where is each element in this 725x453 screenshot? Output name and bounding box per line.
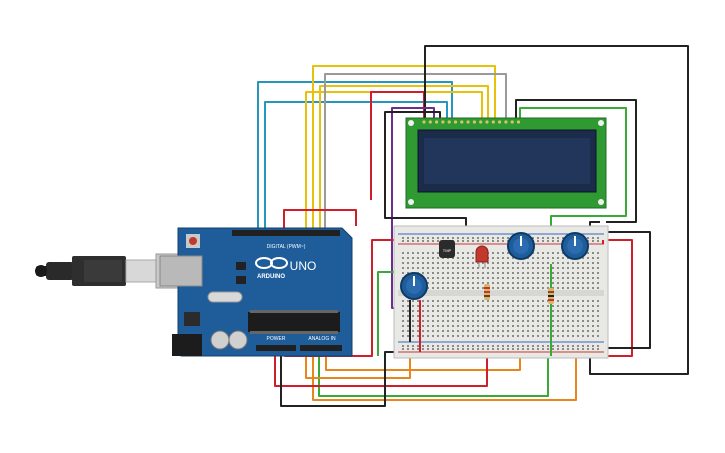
capacitor xyxy=(228,330,248,350)
lcd-display[interactable] xyxy=(405,117,607,209)
microcontroller-chip xyxy=(248,312,340,332)
crystal-oscillator xyxy=(207,291,243,303)
wire-black-right[interactable] xyxy=(603,231,651,349)
power-jack xyxy=(172,334,202,356)
resistor-2[interactable] xyxy=(548,288,554,304)
wire-red-lcd[interactable] xyxy=(283,209,357,232)
lcd-pin-header xyxy=(422,120,521,124)
digital-header-label: DIGITAL (PWM~) xyxy=(267,244,306,250)
power-header-label: POWER xyxy=(267,336,286,342)
wire-yellow-2[interactable] xyxy=(319,85,489,232)
digital-header xyxy=(232,230,340,236)
model-label: UNO xyxy=(290,259,317,273)
wires-front xyxy=(409,240,604,356)
brand-label: ARDUINO xyxy=(257,274,285,280)
wire-black-top-loop[interactable] xyxy=(424,45,689,375)
wire-cyan-1[interactable] xyxy=(257,81,453,232)
breadboard[interactable] xyxy=(393,225,609,359)
wire-cyan-2[interactable] xyxy=(264,101,448,232)
power-header xyxy=(256,345,296,351)
voltage-regulator xyxy=(184,312,200,326)
ic-chip-small xyxy=(236,276,246,284)
analog-header-label: ANALOG IN xyxy=(308,336,336,342)
lcd-screen xyxy=(424,138,590,184)
arduino-board[interactable]: DIGITAL (PWM~) ARDUINO UNO POWER ANALOG … xyxy=(159,227,353,357)
red-led[interactable] xyxy=(475,245,489,268)
wires-layer xyxy=(257,45,689,407)
wire-red-right[interactable] xyxy=(603,239,633,357)
wire-black-lcd-right[interactable] xyxy=(515,99,637,223)
wire-green-lcd-right[interactable] xyxy=(519,107,627,264)
potentiometer-2[interactable] xyxy=(561,232,589,260)
wire-green-pot[interactable] xyxy=(318,334,549,397)
potentiometer-3[interactable] xyxy=(400,272,428,300)
usb-port xyxy=(159,255,203,287)
arduino-logo xyxy=(255,257,288,269)
wire-black-bottom[interactable] xyxy=(280,342,398,407)
capacitor xyxy=(210,330,230,350)
resistor-1[interactable] xyxy=(484,284,490,300)
analog-header xyxy=(300,345,342,351)
wire-black-lcd[interactable] xyxy=(384,111,467,232)
ic-chip-small xyxy=(236,262,246,270)
potentiometer-1[interactable] xyxy=(507,232,535,260)
temperature-sensor[interactable]: TMP xyxy=(439,240,455,258)
sensor-label: TMP xyxy=(443,248,452,253)
wire-yellow-1[interactable] xyxy=(312,65,496,232)
wire-gray-1[interactable] xyxy=(324,73,507,232)
